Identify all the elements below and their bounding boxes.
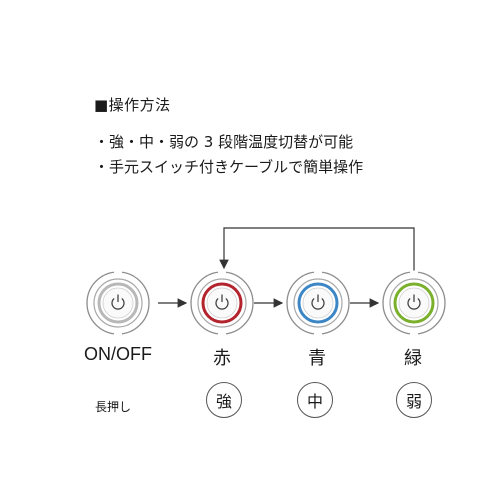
indicator-ring [297, 282, 339, 324]
power-button-onoff[interactable] [86, 270, 150, 336]
button-face [102, 287, 134, 319]
indicator-ring [201, 282, 243, 324]
power-icon [215, 294, 229, 310]
indicator-ring [97, 282, 139, 324]
feature-item-remote: ・手元スイッチ付きケーブルで簡単操作 [94, 158, 364, 176]
power-icon [311, 294, 325, 310]
level-weak: 弱 [396, 382, 432, 418]
button-label-blue: 青 [308, 348, 326, 368]
return-loop-arrow [219, 227, 415, 272]
section-heading: ■操作方法 [94, 96, 171, 114]
indicator-ring [393, 282, 435, 324]
feature-list: ・強・中・弱の 3 段階温度切替が可能 ・手元スイッチ付きケーブルで簡単操作 [94, 130, 363, 180]
power-icon [407, 294, 421, 310]
button-label-green: 緑 [404, 348, 422, 368]
level-strong: 強 [206, 382, 242, 418]
button-face [398, 287, 430, 319]
power-button-green[interactable] [382, 270, 446, 336]
button-face [302, 287, 334, 319]
button-face [206, 287, 238, 319]
level-medium: 中 [297, 382, 333, 418]
feature-item-temperature: ・強・中・弱の 3 段階温度切替が可能 [94, 133, 354, 151]
power-button-blue[interactable] [286, 270, 350, 336]
button-label-onoff: ON/OFF [84, 344, 152, 364]
button-label-red: 赤 [213, 348, 231, 368]
power-button-red[interactable] [190, 270, 254, 336]
power-icon [111, 294, 125, 310]
long-press-label: 長押し [94, 400, 131, 414]
